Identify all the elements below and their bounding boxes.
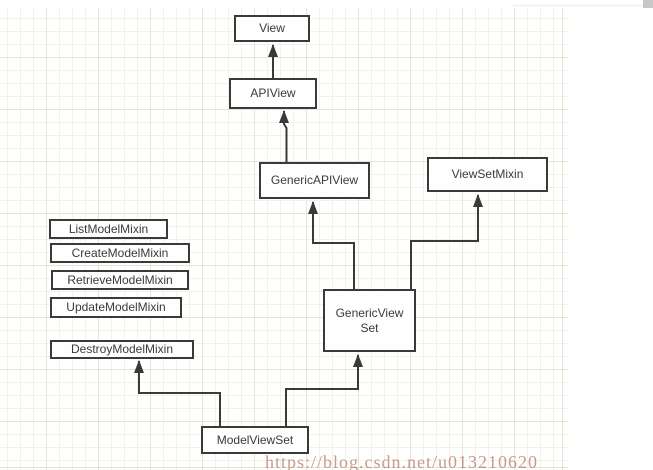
node-model-view-set-label: ModelViewSet	[216, 432, 294, 447]
node-generic-api-view-label: GenericAPIView	[270, 173, 359, 187]
node-list-model-mixin-label: ListModelMixin	[68, 221, 149, 236]
node-list-model-mixin[interactable]: ListModelMixin	[49, 219, 168, 239]
node-generic-view-set-label-line2: Set	[360, 320, 379, 335]
node-view-label: View	[259, 21, 285, 35]
node-generic-api-view[interactable]: GenericAPIView	[259, 162, 370, 199]
edge-genericviewset-to-viewsetmixin	[410, 194, 483, 290]
node-generic-view-set[interactable]: GenericView Set	[323, 289, 416, 352]
node-viewset-mixin[interactable]: ViewSetMixin	[427, 157, 548, 192]
node-model-view-set[interactable]: ModelViewSet	[201, 426, 309, 454]
node-viewset-mixin-label: ViewSetMixin	[451, 167, 524, 181]
edge-genericapiview-to-apiview	[279, 110, 289, 162]
grid-canvas	[0, 8, 568, 470]
node-generic-view-set-label-line1: GenericView	[335, 305, 404, 320]
edge-modelviewset-to-destroymodelmixin	[134, 360, 221, 427]
node-apiview[interactable]: APIView	[229, 78, 317, 109]
node-create-model-mixin[interactable]: CreateModelMixin	[50, 243, 190, 263]
edge-modelviewset-to-genericviewset	[285, 354, 363, 427]
scrollbar-track-segment	[513, 4, 643, 7]
node-retrieve-model-mixin-label: RetrieveModelMixin	[67, 272, 173, 287]
node-create-model-mixin-label: CreateModelMixin	[71, 245, 169, 260]
node-update-model-mixin[interactable]: UpdateModelMixin	[50, 297, 182, 318]
node-destroy-model-mixin[interactable]: DestroyModelMixin	[50, 340, 194, 359]
node-view[interactable]: View	[234, 15, 310, 42]
window-top-edge	[0, 0, 653, 8]
edge-genericviewset-to-genericapiview	[308, 201, 355, 290]
scrollbar-corner	[643, 0, 653, 8]
node-destroy-model-mixin-label: DestroyModelMixin	[70, 342, 174, 356]
node-retrieve-model-mixin[interactable]: RetrieveModelMixin	[51, 270, 189, 290]
canvas-right-margin	[568, 8, 653, 470]
node-apiview-label: APIView	[250, 86, 296, 100]
node-update-model-mixin-label: UpdateModelMixin	[66, 300, 166, 314]
csdn-watermark: https://blog.csdn.net/u013210620	[265, 452, 538, 470]
